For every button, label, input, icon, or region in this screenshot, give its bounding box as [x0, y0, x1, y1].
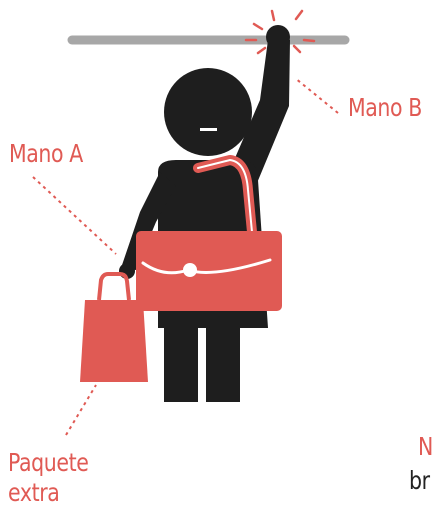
label-cut-dark: br [409, 466, 430, 496]
label-extra-package-line2: extra [8, 478, 88, 508]
bag-clasp [183, 263, 197, 277]
label-hand-b: Mano B [348, 93, 422, 123]
extra-package [80, 300, 148, 382]
head [164, 68, 252, 156]
leg-gap [198, 352, 206, 404]
label-cut-red: N [418, 432, 433, 462]
leader-hand-a [33, 177, 116, 254]
mouth [200, 128, 217, 131]
label-extra-package-line1: Paquete [8, 448, 88, 478]
hand-b [266, 25, 290, 49]
leader-hand-b [295, 78, 338, 113]
package-handle [99, 274, 129, 300]
label-hand-a: Mano A [9, 139, 83, 169]
right-leg [206, 320, 240, 402]
label-extra-package: Paquete extra [8, 448, 88, 508]
leader-package [66, 385, 96, 435]
left-leg [164, 320, 198, 402]
